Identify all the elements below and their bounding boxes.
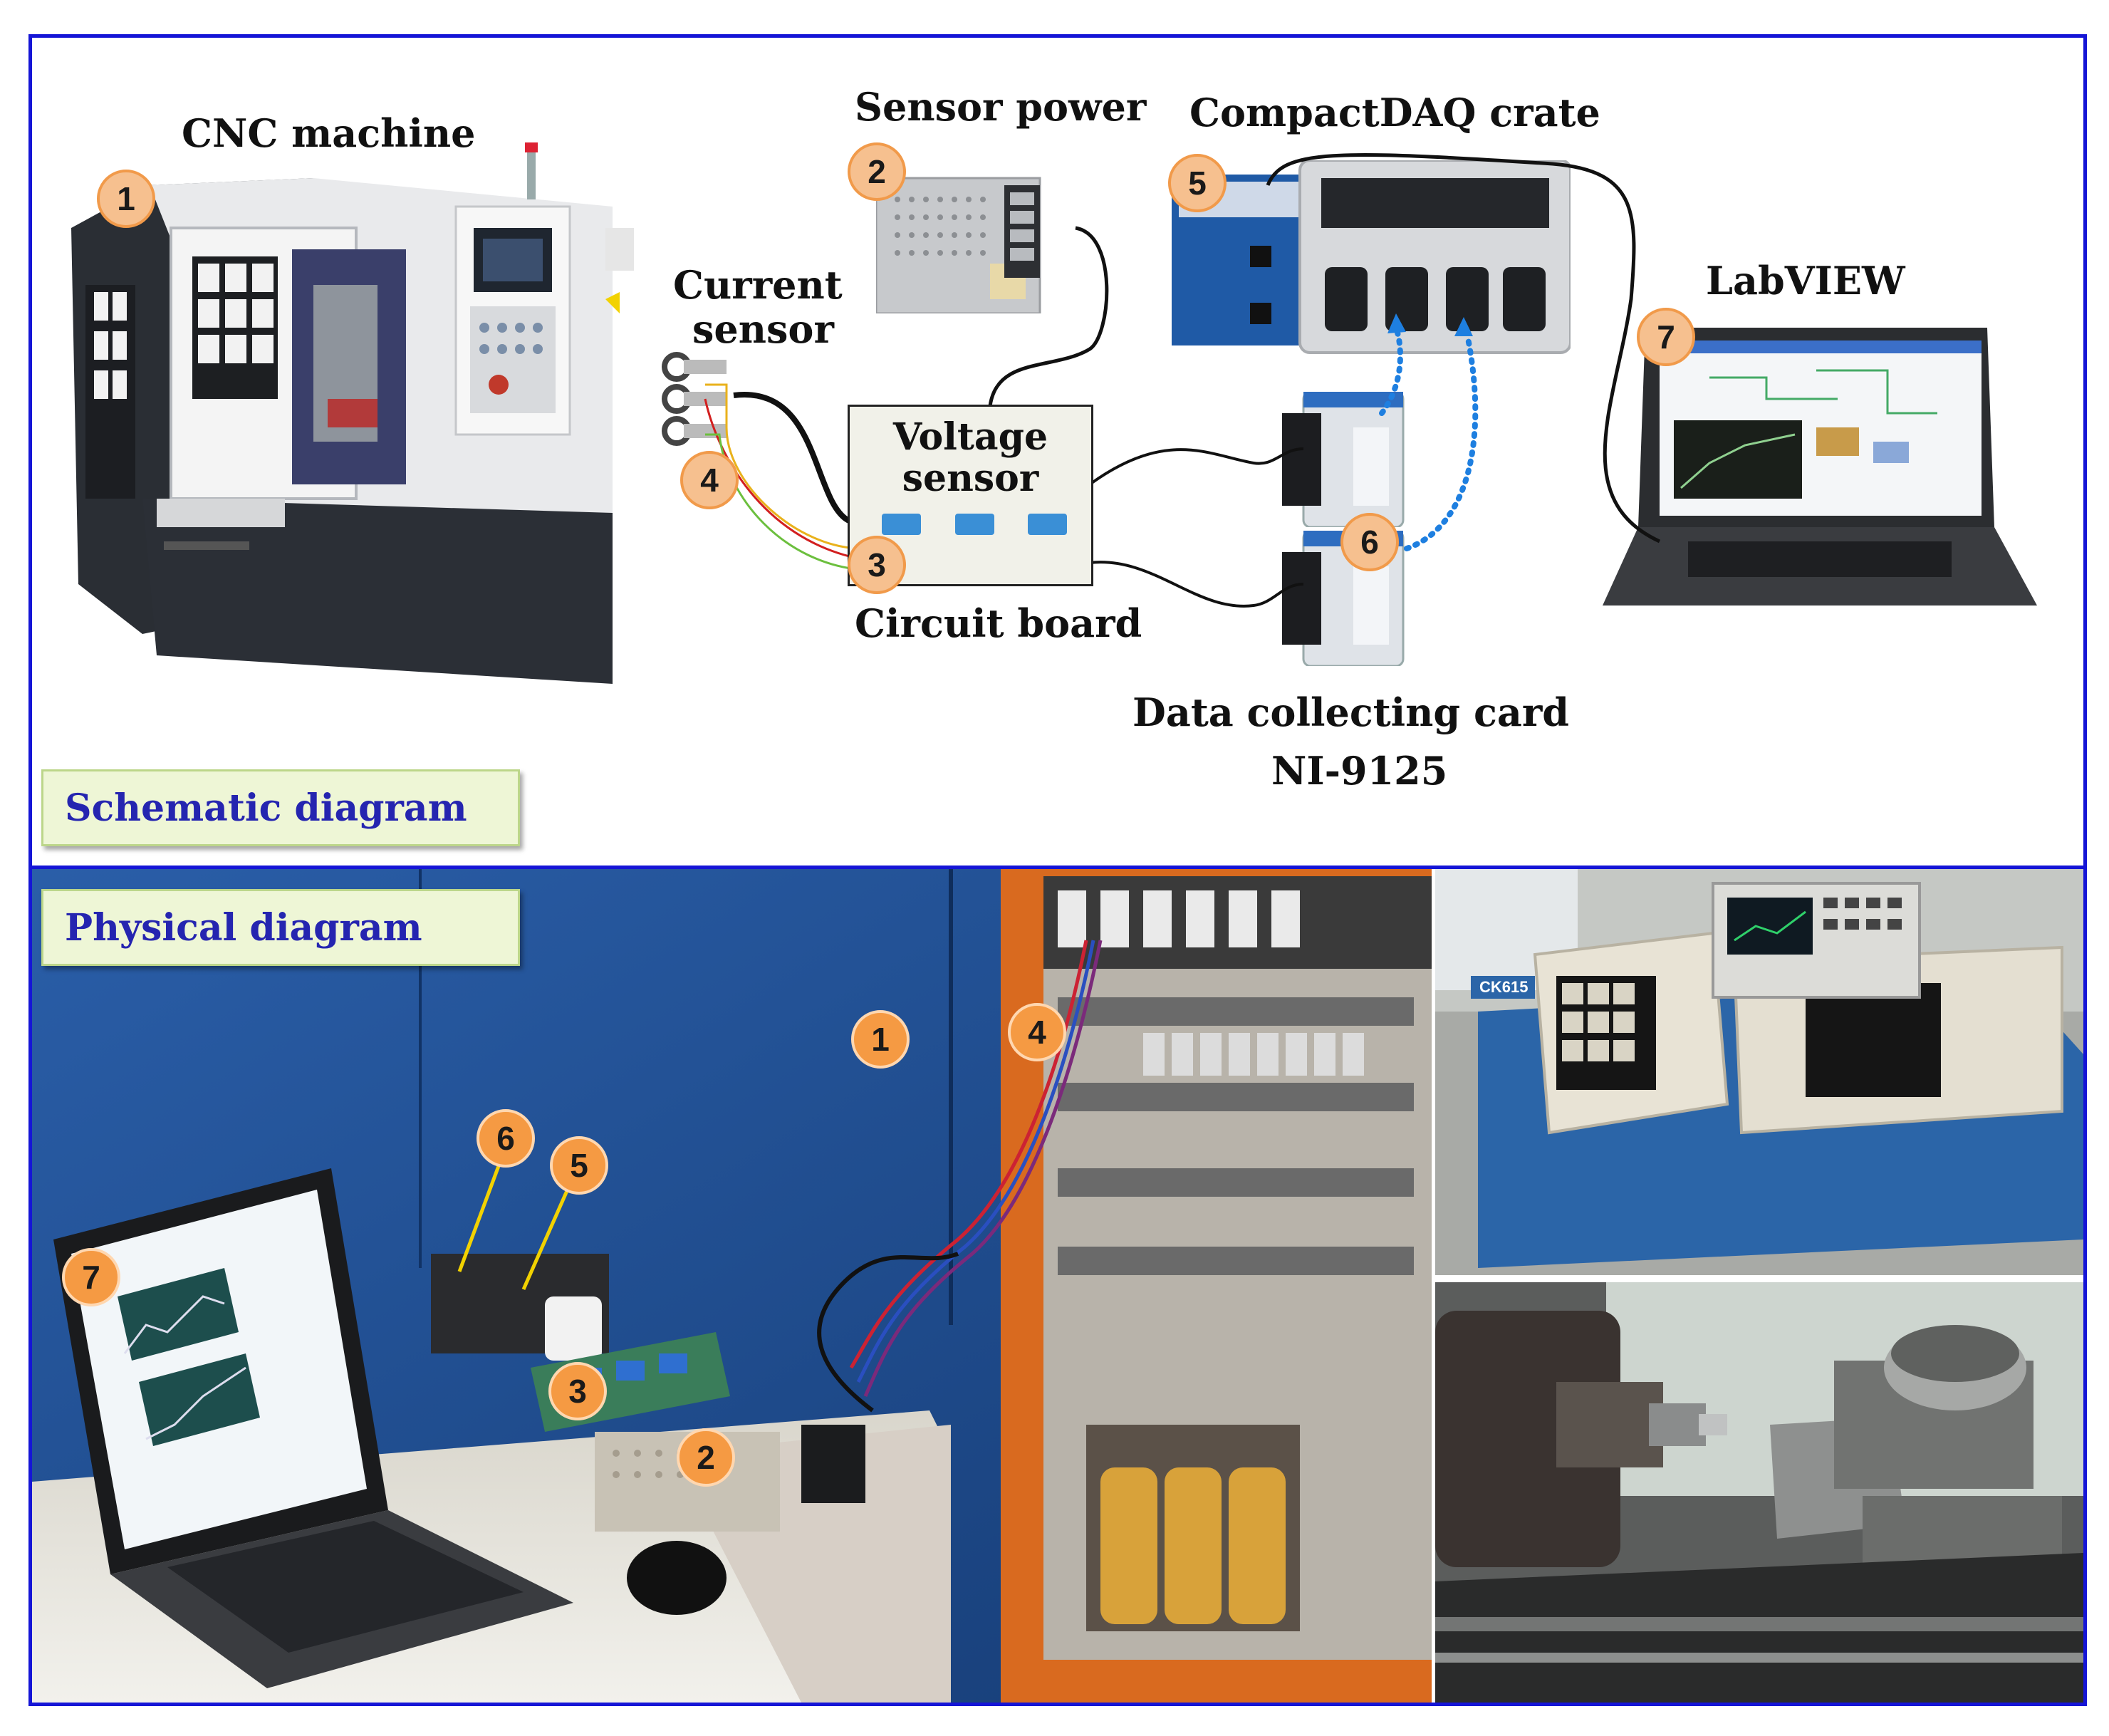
physical-badge-6: 6	[477, 1109, 535, 1168]
schematic-badge-3: 3	[848, 536, 906, 594]
cnc-machine-illustration	[71, 142, 634, 684]
physical-badge-3: 3	[548, 1362, 607, 1420]
schematic-badge-2: 2	[848, 142, 906, 201]
voltage-sensor-label-line2: sensor	[902, 457, 1039, 500]
labview-laptop-illustration	[1603, 328, 2037, 605]
voltage-sensor-label-line1: Voltage	[892, 415, 1048, 459]
current-sensor-label-line1: Current	[673, 262, 843, 308]
physical-photo-lathe: CK615	[1435, 869, 2083, 1275]
current-sensor-clamps	[662, 352, 727, 446]
schematic-badge-1: 1	[97, 170, 155, 228]
physical-badge-1: 1	[851, 1010, 910, 1069]
circuit-board-label: Circuit board	[855, 601, 1142, 646]
lathe-model-text: CK615	[1479, 978, 1529, 996]
compactdaq-crate-label: CompactDAQ crate	[1189, 90, 1600, 135]
physical-badge-2: 2	[677, 1428, 735, 1487]
physical-photo-main	[32, 869, 1432, 1703]
schematic-badge-7: 7	[1637, 308, 1695, 366]
sensor-power-supply-illustration	[876, 177, 1041, 313]
relay-block-1	[882, 514, 921, 535]
current-sensor-label-line2: sensor	[692, 306, 834, 352]
data-collecting-card-label-line1: Data collecting card	[1132, 690, 1570, 735]
schematic-diagram-title: Schematic diagram	[41, 769, 520, 846]
data-collecting-card-module-1	[1282, 392, 1405, 527]
physical-badge-5: 5	[550, 1136, 608, 1195]
schematic-wiring	[704, 153, 1661, 608]
schematic-badge-6: 6	[1340, 513, 1399, 571]
cnc-machine-label: CNC machine	[182, 110, 476, 156]
labview-label: LabVIEW	[1706, 258, 1905, 303]
voltage-sensor-box: Voltage sensor	[848, 405, 1093, 586]
physical-badge-7: 7	[62, 1248, 120, 1306]
physical-badge-4: 4	[1008, 1003, 1066, 1061]
physical-diagram-title: Physical diagram	[41, 889, 520, 966]
relay-block-2	[955, 514, 994, 535]
schematic-badge-5: 5	[1168, 154, 1227, 212]
relay-block-3	[1028, 514, 1067, 535]
data-collecting-card-label-line2: NI-9125	[1271, 748, 1448, 794]
schematic-badge-4: 4	[680, 451, 739, 509]
physical-photo-chuck	[1435, 1282, 2083, 1703]
physical-panel	[28, 866, 2087, 1706]
sensor-power-label: Sensor power	[855, 84, 1147, 130]
compactdaq-crate-illustration	[1172, 160, 1571, 354]
